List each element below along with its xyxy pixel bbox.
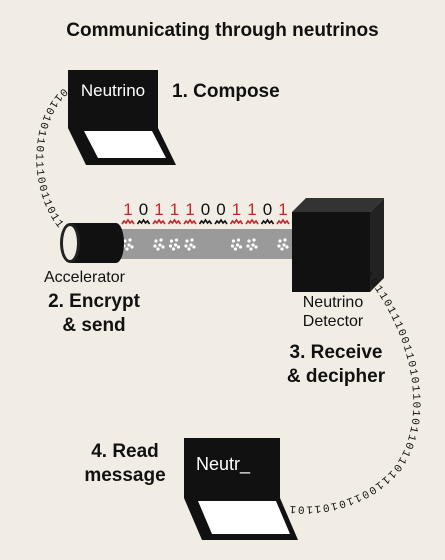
receiver-laptop: Neutr_ (184, 438, 298, 540)
detector-label-line2: Detector (302, 313, 364, 330)
neutrino-particle (171, 247, 176, 251)
neutrino-particle (235, 243, 240, 247)
bit-marker (121, 218, 135, 225)
neutrino-particle (230, 244, 235, 248)
step-receive-line2: & decipher (286, 366, 386, 387)
bit-marker (214, 218, 228, 225)
bit-marker (276, 218, 290, 225)
neutrino-particle (168, 244, 173, 248)
neutrino-particle (184, 244, 188, 248)
beam-bit: 0 (216, 200, 225, 219)
bit-marker (260, 218, 275, 225)
bit-marker (229, 218, 244, 225)
neutrino-particle (236, 238, 241, 242)
neutrino-particle (231, 239, 236, 243)
neutrino-particle (153, 244, 157, 248)
step-encrypt-line2: & send (62, 315, 126, 336)
beam-bit: 1 (170, 200, 179, 219)
neutrino-detector (292, 198, 384, 292)
step-encrypt-line1: 2. Encrypt (48, 291, 140, 312)
neutrino-particle (238, 245, 243, 249)
neutrino-particle (161, 245, 165, 249)
neutrino-particle (156, 247, 160, 251)
bit-marker (136, 218, 151, 225)
neutrino-particle (251, 243, 255, 247)
bit-marker (183, 218, 197, 225)
receiver-screen-text: Neutr_ (196, 454, 251, 475)
neutrino-particle (154, 239, 158, 243)
accelerator-label: Accelerator (44, 269, 125, 286)
neutrino-particle (249, 247, 253, 251)
neutrino-particle (246, 244, 250, 248)
bit-marker (152, 218, 166, 225)
neutrino-particle (252, 238, 256, 242)
beam-bit: 1 (247, 200, 256, 219)
neutrino-particle (190, 238, 194, 242)
binary-stream-left: 0110101101110011011 (32, 85, 69, 232)
beam-bit: 1 (185, 200, 194, 219)
neutrino-particle (127, 243, 131, 247)
step-receive-line1: 3. Receive (289, 342, 383, 363)
neutrino-particle (187, 247, 191, 251)
beam-bit: 0 (263, 200, 272, 219)
neutrino-particle (277, 244, 281, 248)
beam-bit: 0 (201, 200, 210, 219)
sender-screen-text: Neutrino (81, 81, 145, 100)
accelerator-cylinder (60, 223, 124, 263)
step-encrypt: 2. Encrypt & send (38, 290, 150, 338)
neutrino-particle (192, 245, 196, 249)
neutrino-particle (159, 238, 163, 242)
neutrino-particle (125, 247, 129, 251)
beam-bit: 1 (278, 200, 287, 219)
neutrino-particle (176, 245, 181, 249)
neutrino-particle (169, 239, 174, 243)
step-receive: 3. Receive & decipher (276, 341, 396, 389)
step-compose: 1. Compose (172, 81, 280, 102)
neutrino-particle (185, 239, 189, 243)
beam-bit: 0 (139, 200, 148, 219)
detector-label-line1: Neutrino (302, 294, 364, 311)
bit-marker (245, 218, 259, 225)
neutrino-particle (280, 247, 284, 251)
bit-marker (167, 218, 182, 225)
step-read: 4. Read message (70, 440, 180, 488)
neutrino-beam (110, 229, 308, 259)
neutrino-particle (128, 238, 132, 242)
neutrino-particle (158, 243, 162, 247)
step-read-line2: message (84, 465, 166, 486)
neutrino-particle (247, 239, 251, 243)
neutrino-particle (174, 238, 179, 242)
neutrino-particle (173, 243, 178, 247)
neutrino-particle (282, 243, 286, 247)
sender-laptop: Neutrino (68, 70, 176, 165)
neutrino-particle (283, 238, 287, 242)
neutrino-particle (130, 245, 134, 249)
diagram-title: Communicating through neutrinos (66, 20, 379, 41)
neutrino-particle (123, 239, 127, 243)
detector-label: Neutrino Detector (286, 293, 380, 331)
beam-bit: 1 (154, 200, 163, 219)
beam-particles (122, 238, 289, 251)
neutrino-particle (233, 247, 238, 251)
step-read-line1: 4. Read (91, 441, 159, 462)
neutrino-particle (278, 239, 282, 243)
bit-marker (198, 218, 213, 225)
neutrino-particle (285, 245, 289, 249)
neutrino-particle (189, 243, 193, 247)
neutrino-particle (254, 245, 258, 249)
beam-bit: 1 (232, 200, 241, 219)
beam-bit: 1 (123, 200, 132, 219)
